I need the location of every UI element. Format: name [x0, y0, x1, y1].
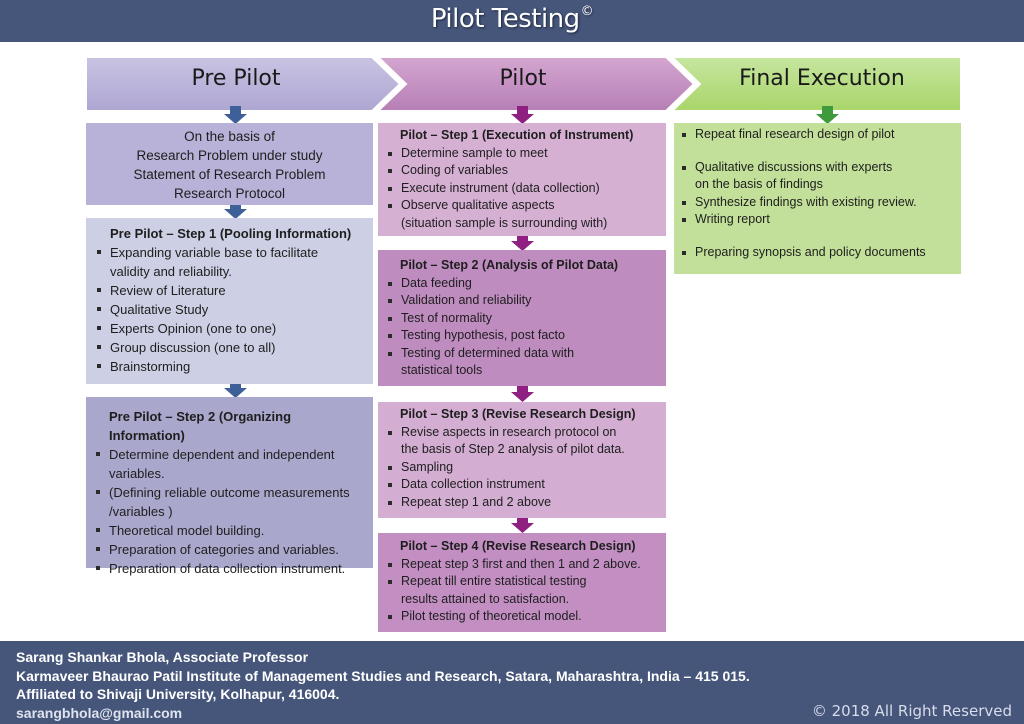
list-item: /variables )	[109, 504, 173, 519]
down-arrows-purple	[511, 106, 534, 533]
phase-label-pilot: Pilot	[499, 66, 547, 91]
list-item: Preparing synopsis and policy documents	[681, 244, 955, 262]
list-item: Testing hypothesis, post facto	[387, 327, 660, 345]
institute-name: Karmaveer Bhaurao Patil Institute of Man…	[16, 668, 750, 684]
step-list: Determine dependent and independent vari…	[95, 445, 367, 578]
intro-line: Research Protocol	[173, 186, 286, 201]
footer-bar	[0, 641, 1024, 724]
pre-pilot-step1-box: Pre Pilot – Step 1 (Pooling Information)…	[86, 218, 373, 384]
list-item: Synthesize findings with existing review…	[681, 194, 955, 212]
affiliation: Affiliated to Shivaji University, Kolhap…	[16, 686, 340, 702]
list-item: Theoretical model building.	[95, 521, 367, 540]
phase-arrow-pilot	[375, 56, 696, 112]
step-heading: Pilot – Step 2 (Analysis of Pilot Data)	[400, 258, 619, 272]
phase-label-pre-pilot: Pre Pilot	[191, 66, 281, 91]
list-item: the basis of Step 2 analysis of pilot da…	[401, 442, 625, 456]
list-spacer	[681, 229, 955, 244]
step-list: Determine sample to meet Coding of varia…	[387, 145, 660, 233]
list-item: statistical tools	[401, 363, 483, 377]
list-item: (Defining reliable outcome measurements	[95, 483, 367, 502]
down-arrow-icon	[224, 106, 247, 124]
final-execution-box: Repeat final research design of pilot Qu…	[674, 123, 961, 274]
author-name: Sarang Shankar Bhola, Associate Professo…	[16, 649, 309, 665]
phase-arrow-final	[669, 56, 962, 112]
list-item: Testing of determined data with	[387, 345, 660, 363]
list-item: on the basis of findings	[695, 177, 823, 191]
step-list: Repeat step 3 first and then 1 and 2 abo…	[387, 556, 660, 626]
list-item: (situation sample is surrounding with)	[401, 215, 608, 230]
list-item: Preparation of data collection instrumen…	[95, 559, 367, 578]
pilot-step3-box: Pilot – Step 3 (Revise Research Design) …	[378, 402, 666, 518]
page-title: Pilot Testing©	[430, 4, 594, 34]
phase-arrow-pre-pilot	[85, 56, 402, 112]
list-item: Repeat step 3 first and then 1 and 2 abo…	[387, 556, 660, 574]
down-arrow-icon	[511, 515, 534, 533]
list-item: Observe qualitative aspects	[387, 197, 660, 215]
copyright-mark: ©	[580, 4, 594, 19]
down-arrows-blue	[224, 106, 247, 398]
list-item: Review of Literature	[96, 281, 367, 300]
copyright-notice: © 2018 All Right Reserved	[811, 702, 1012, 720]
step-heading: Pilot – Step 3 (Revise Research Design)	[400, 407, 636, 421]
intro-line: Statement of Research Problem	[133, 167, 326, 182]
pilot-step4-box: Pilot – Step 4 (Revise Research Design) …	[378, 533, 666, 632]
list-item: results attained to satisfaction.	[401, 591, 570, 606]
step-heading: Pilot – Step 4 (Revise Research Design)	[400, 539, 636, 553]
list-spacer	[681, 144, 955, 159]
title-bar	[0, 0, 1024, 42]
list-item: Qualitative discussions with experts	[681, 159, 955, 177]
list-item: Expanding variable base to facilitate	[96, 243, 367, 262]
list-item: Determine sample to meet	[387, 145, 660, 163]
list-item: Determine dependent and independent	[95, 445, 367, 464]
intro-line: Research Problem under study	[136, 148, 323, 163]
list-item: Writing report	[681, 211, 955, 229]
list-item: Brainstorming	[96, 357, 367, 376]
pilot-step1-box: Pilot – Step 1 (Execution of Instrument)…	[378, 123, 666, 236]
list-item: Group discussion (one to all)	[96, 338, 367, 357]
author-email: sarangbhola@gmail.com	[16, 705, 183, 721]
list-item: Repeat step 1 and 2 above	[387, 494, 660, 512]
phase-label-final-execution: Final Execution	[739, 66, 905, 91]
pre-pilot-step2-box: Pre Pilot – Step 2 (Organizing Informati…	[86, 397, 373, 576]
list-item: Pilot testing of theoretical model.	[387, 608, 660, 626]
list-item: Validation and reliability	[387, 292, 660, 310]
list-item: Repeat till entire statistical testing	[387, 573, 660, 591]
list-item: variables.	[109, 466, 165, 481]
list-item: Data feeding	[387, 275, 660, 293]
pilot-step2-box: Pilot – Step 2 (Analysis of Pilot Data) …	[378, 250, 666, 386]
down-arrow-icon	[224, 201, 247, 219]
list-item: Revise aspects in research protocol on	[387, 424, 660, 442]
down-arrows-green	[816, 106, 839, 124]
step-heading: Pre Pilot – Step 2 (Organizing Informati…	[109, 409, 292, 443]
step-heading: Pre Pilot – Step 1 (Pooling Information)	[110, 226, 352, 241]
down-arrow-icon	[511, 106, 534, 124]
step-list: Repeat final research design of pilot Qu…	[681, 126, 955, 261]
list-item: Execute instrument (data collection)	[387, 180, 660, 198]
list-item: Sampling	[387, 459, 660, 477]
down-arrow-icon	[224, 380, 247, 398]
step-list: Expanding variable base to facilitate va…	[96, 243, 367, 376]
list-item: Data collection instrument	[387, 476, 660, 494]
list-item: Repeat final research design of pilot	[681, 126, 955, 144]
down-arrow-icon	[816, 106, 839, 124]
step-heading: Pilot – Step 1 (Execution of Instrument)	[400, 128, 634, 142]
down-arrow-icon	[511, 384, 534, 402]
step-list: Data feeding Validation and reliability …	[387, 275, 660, 380]
intro-line: On the basis of	[184, 129, 275, 144]
step-list: Revise aspects in research protocol on t…	[387, 424, 660, 512]
down-arrow-icon	[511, 233, 534, 251]
pre-pilot-intro-box: On the basis of Research Problem under s…	[86, 123, 373, 205]
list-item: Experts Opinion (one to one)	[96, 319, 367, 338]
list-item: validity and reliability.	[110, 264, 232, 279]
list-item: Preparation of categories and variables.	[95, 540, 367, 559]
list-item: Coding of variables	[387, 162, 660, 180]
list-item: Test of normality	[387, 310, 660, 328]
list-item: Qualitative Study	[96, 300, 367, 319]
